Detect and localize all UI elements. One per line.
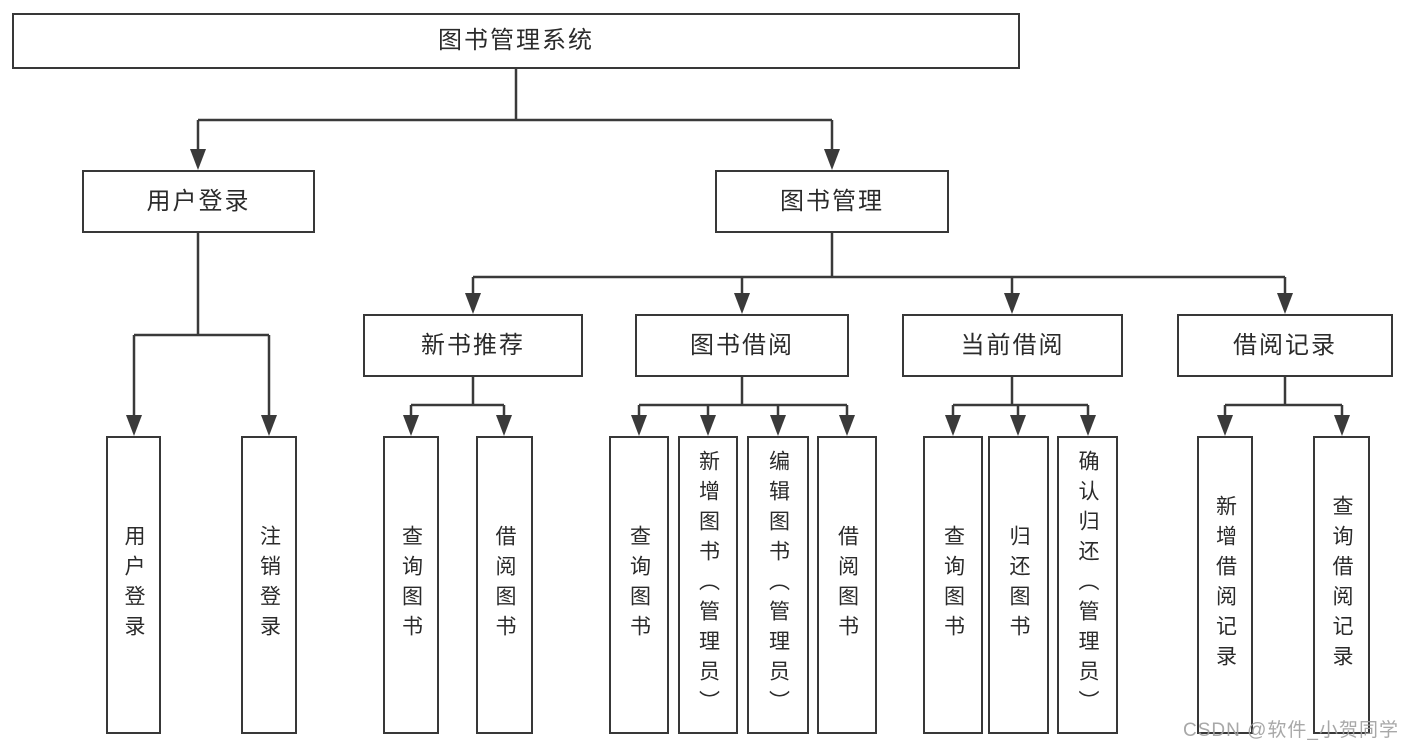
arrowhead bbox=[465, 293, 481, 314]
arrowhead bbox=[126, 415, 142, 436]
leaf-query-books: 查询图书 bbox=[383, 436, 439, 734]
leaf-logout: 注销登录 bbox=[241, 436, 297, 734]
arrowhead bbox=[1277, 293, 1293, 314]
node-borrowing-records: 借阅记录 bbox=[1177, 314, 1393, 377]
leaf-borrow-books: 借阅图书 bbox=[817, 436, 877, 734]
arrowhead bbox=[496, 415, 512, 436]
leaf-confirm-return-admin: 确认归还（管理员） bbox=[1057, 436, 1118, 734]
arrowhead bbox=[190, 149, 206, 170]
leaf-query-borrow-record: 查询借阅记录 bbox=[1313, 436, 1370, 734]
arrowhead bbox=[734, 293, 750, 314]
arrowhead bbox=[1010, 415, 1026, 436]
arrowhead bbox=[945, 415, 961, 436]
arrowhead bbox=[1080, 415, 1096, 436]
arrowhead bbox=[700, 415, 716, 436]
csdn-watermark: CSDN @软件_小贺同学 bbox=[1183, 720, 1399, 741]
arrowhead bbox=[1217, 415, 1233, 436]
arrowhead bbox=[839, 415, 855, 436]
node-library-management-system: 图书管理系统 bbox=[12, 13, 1020, 69]
leaf-return-books: 归还图书 bbox=[988, 436, 1049, 734]
arrowhead bbox=[1334, 415, 1350, 436]
node-new-book-recommendation: 新书推荐 bbox=[363, 314, 583, 377]
leaf-edit-books-admin: 编辑图书（管理员） bbox=[747, 436, 809, 734]
arrowhead bbox=[261, 415, 277, 436]
node-book-borrowing: 图书借阅 bbox=[635, 314, 849, 377]
arrowhead bbox=[403, 415, 419, 436]
arrowhead bbox=[770, 415, 786, 436]
arrowhead bbox=[824, 149, 840, 170]
leaf-user-login: 用户登录 bbox=[106, 436, 161, 734]
node-book-management: 图书管理 bbox=[715, 170, 949, 233]
node-user-login: 用户登录 bbox=[82, 170, 315, 233]
node-current-borrowing: 当前借阅 bbox=[902, 314, 1123, 377]
leaf-borrow-books: 借阅图书 bbox=[476, 436, 533, 734]
arrowhead bbox=[631, 415, 647, 436]
leaf-add-borrow-record: 新增借阅记录 bbox=[1197, 436, 1253, 734]
leaf-add-books-admin: 新增图书（管理员） bbox=[678, 436, 738, 734]
arrowhead bbox=[1004, 293, 1020, 314]
leaf-query-books: 查询图书 bbox=[923, 436, 983, 734]
leaf-query-books: 查询图书 bbox=[609, 436, 669, 734]
